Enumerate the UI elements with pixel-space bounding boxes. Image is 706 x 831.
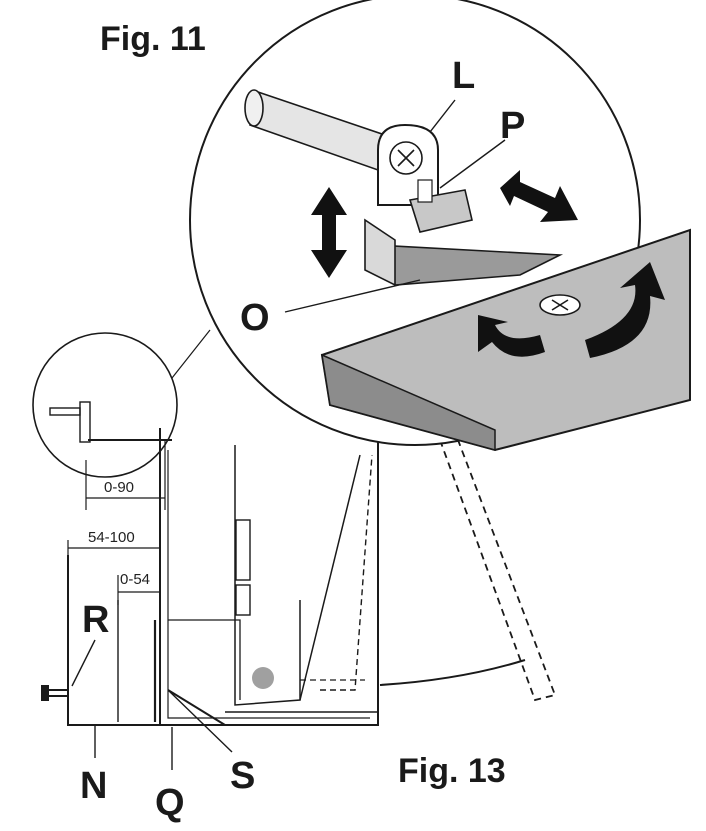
rotate-arrow-left-icon (478, 315, 545, 357)
leader-L (429, 99, 456, 133)
detail-connector (171, 329, 211, 379)
part-label-P: P (500, 105, 525, 147)
part-label-Q: Q (155, 782, 185, 824)
part-label-R: R (82, 599, 109, 641)
dashed-door-outline (439, 439, 557, 702)
hinge-plate-upper (235, 519, 251, 581)
knob-circle (252, 667, 274, 689)
door-swing-arc (379, 659, 526, 686)
drawer-box (234, 445, 301, 706)
fig-11-label: Fig. 11 (100, 20, 206, 58)
mini-panel (88, 428, 172, 445)
part-label-N: N (80, 765, 107, 807)
leader-P (439, 139, 506, 189)
cabinet-inner-line (167, 450, 370, 719)
dim-label-0-90: 0-90 (104, 479, 134, 496)
mini-bracket (79, 401, 91, 443)
cabinet-front-panel (159, 440, 379, 726)
part-label-O: O (240, 297, 270, 339)
part-label-L: L (452, 55, 475, 97)
mini-shaft (49, 407, 81, 416)
dim-label-54-100: 54-100 (88, 529, 135, 546)
lateral-arrow-icon (500, 170, 578, 222)
leader-S (167, 689, 233, 753)
spring-P (417, 179, 433, 203)
leader-R (71, 639, 96, 687)
door-panel-N (67, 555, 160, 726)
bracket-vertical (364, 218, 396, 287)
worktop-edge-shadow (321, 353, 496, 451)
dim-label-0-54: 0-54 (120, 571, 150, 588)
fig-13-label: Fig. 13 (398, 752, 506, 790)
dimension-lines (67, 440, 166, 605)
vertical-arrow-icon (311, 187, 347, 278)
base-slant (167, 689, 226, 726)
rotate-arrow-right-icon (585, 262, 665, 358)
side-profile (41, 555, 233, 770)
small-detail-circle (32, 329, 211, 478)
large-detail-circle (189, 0, 691, 452)
part-label-S: S (230, 755, 255, 797)
adjustment-arrows (311, 170, 665, 358)
drawer-slope (299, 454, 361, 701)
hinge-plate-lower (235, 584, 251, 616)
leader-O (284, 279, 421, 313)
dowel-end (244, 89, 264, 127)
cabinet-assembly (159, 439, 557, 726)
screw-R-head (41, 685, 49, 701)
inner-step (168, 619, 241, 700)
drawer-dashed-front (320, 454, 373, 691)
